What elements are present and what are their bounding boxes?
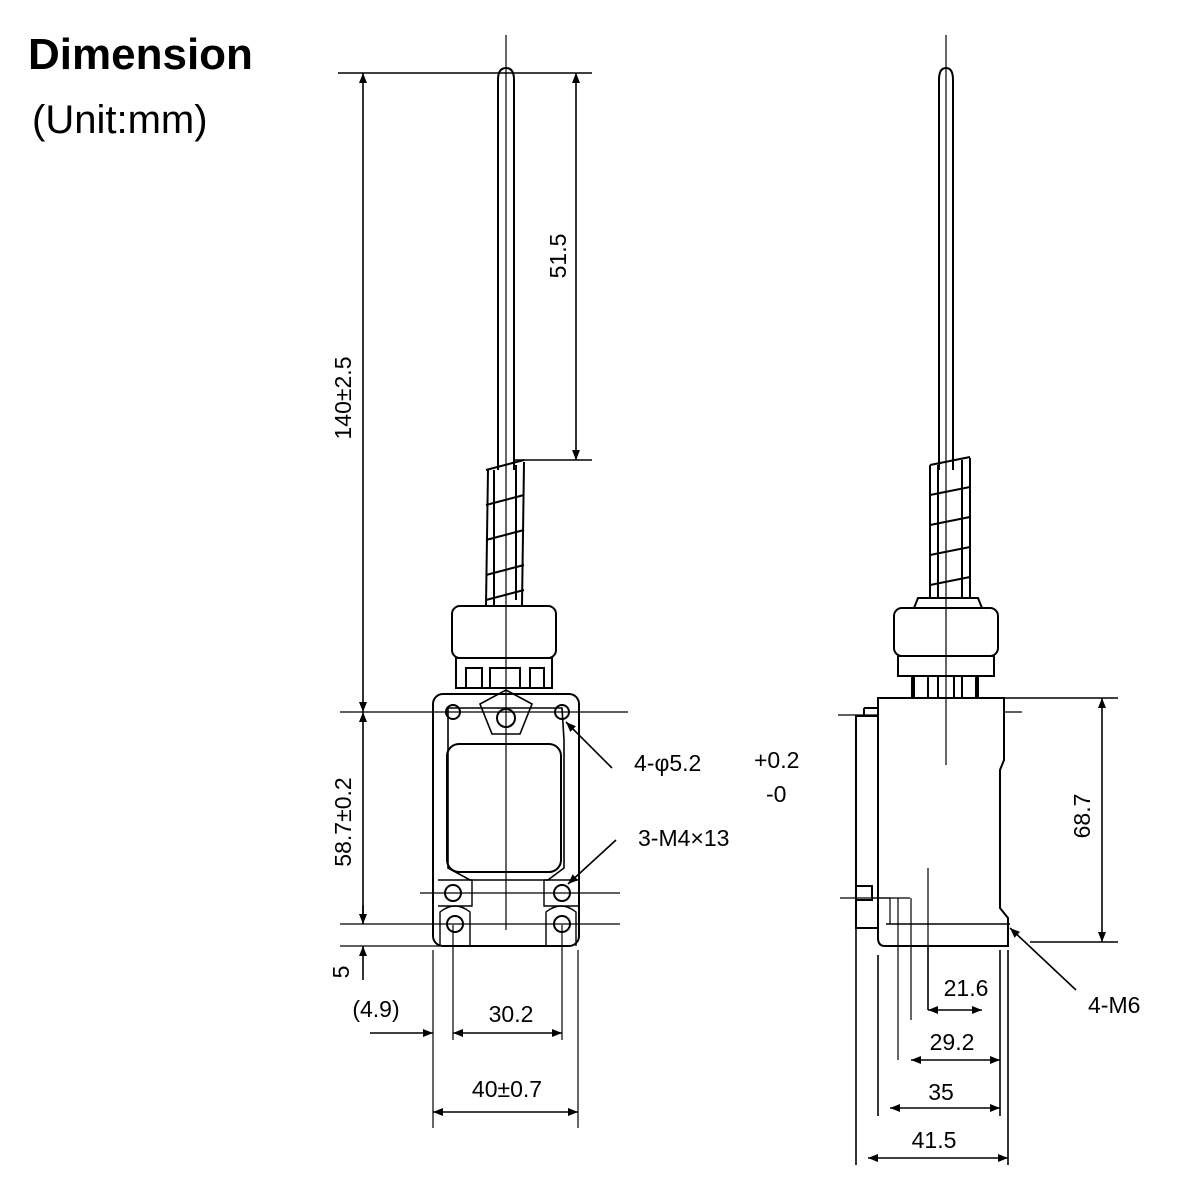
hole-tol-minus-label: -0 [766, 781, 786, 807]
side-spring [929, 456, 971, 598]
front-spring [485, 459, 525, 606]
overall-height-label: 140±2.5 [330, 357, 356, 440]
body-height-label: 68.7 [1069, 794, 1095, 839]
front-dimensions [338, 72, 617, 1116]
thread-leader [1009, 927, 1077, 991]
front-window [446, 743, 562, 873]
side-view [838, 35, 1022, 1060]
rod-length-label: 51.5 [545, 234, 571, 279]
dim-a-label: 21.6 [944, 975, 989, 1001]
hole-leader [565, 721, 613, 769]
screw-leader [567, 839, 617, 885]
screw-callout-label: 3-M4×13 [638, 825, 729, 851]
front-cap-collar [455, 657, 553, 689]
side-dimensions [855, 697, 1118, 1165]
edge-offset-label: (4.9) [352, 996, 399, 1022]
thread-callout-label: 4-M6 [1088, 992, 1140, 1018]
side-body [877, 697, 1009, 947]
hole-tol-plus-label: +0.2 [754, 747, 799, 773]
dim-d-label: 41.5 [912, 1127, 957, 1153]
page-title: Dimension [28, 30, 253, 79]
front-cap [451, 605, 557, 659]
base-offset-label: 5 [328, 966, 354, 979]
front-body [432, 693, 580, 947]
front-view [340, 35, 628, 1128]
pitch-horizontal-label: 30.2 [489, 1001, 534, 1027]
dim-c-label: 35 [928, 1079, 954, 1105]
unit-note: (Unit:mm) [32, 98, 208, 142]
dim-b-label: 29.2 [930, 1029, 975, 1055]
front-top-hole [496, 708, 516, 728]
hole-callout-label: 4-φ5.2 [634, 750, 701, 776]
pitch-vertical-label: 58.7±0.2 [330, 777, 356, 866]
body-width-label: 40±0.7 [472, 1076, 542, 1102]
